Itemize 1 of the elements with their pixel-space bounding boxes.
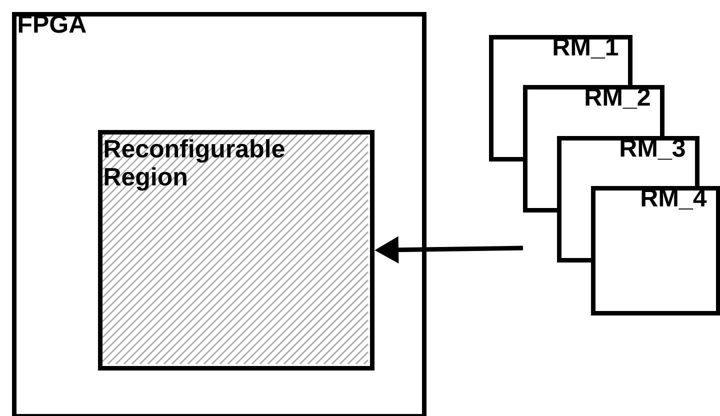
hatched-region-box: Reconfigurable Region bbox=[98, 130, 374, 370]
